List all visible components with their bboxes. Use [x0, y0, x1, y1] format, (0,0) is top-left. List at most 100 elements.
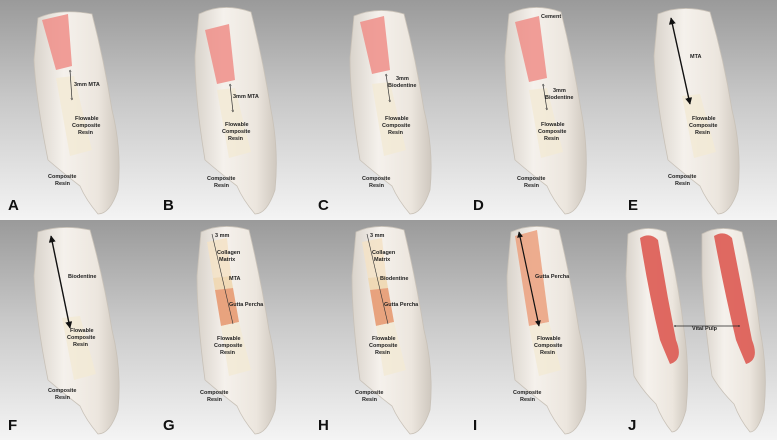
- gutta-percha-arrow: [517, 231, 541, 327]
- collagen-region: [362, 238, 386, 278]
- panel-b: 3mm MTA Flowable Composite Resin Composi…: [155, 0, 310, 220]
- material-label-1: 3mm: [553, 88, 566, 94]
- biodentine-arrow: [386, 74, 390, 102]
- flowable-label-3: Resin: [220, 350, 236, 356]
- flowable-label-2: Composite: [382, 123, 410, 129]
- depth-label: 3 mm: [370, 233, 384, 239]
- flowable-label-1: Flowable: [217, 336, 241, 342]
- flowable-label-1: Flowable: [692, 116, 716, 122]
- depth-marker: [366, 233, 389, 325]
- vital-pulp-right: [714, 233, 755, 364]
- panel-a: 3mm MTA Flowable Composite Resin Composi…: [0, 0, 155, 220]
- composite-label-1: Composite: [362, 176, 390, 182]
- depth-marker: [211, 233, 234, 325]
- gutta-percha-region: [370, 288, 394, 326]
- mta-region: [213, 276, 233, 290]
- mta-arrow: [70, 70, 72, 100]
- composite-label-2: Resin: [362, 397, 378, 403]
- flowable-label-1: Flowable: [75, 116, 99, 122]
- flowable-label-3: Resin: [388, 130, 404, 136]
- flowable-label-2: Composite: [67, 335, 95, 341]
- mta-arrow: [230, 84, 233, 112]
- material-label: Biodentine: [380, 276, 408, 282]
- flowable-label-1: Flowable: [537, 336, 561, 342]
- material-label: Biodentine: [68, 274, 96, 280]
- material-label: 3mm MTA: [74, 82, 100, 88]
- composite-label-2: Resin: [207, 397, 223, 403]
- collagen-label-1: Collagen: [217, 250, 241, 256]
- gutta-label: Gutta Percha: [229, 302, 264, 308]
- panel-g: 3 mm Collagen Matrix MTA Gutta Percha Fl…: [155, 220, 310, 440]
- composite-label-2: Resin: [214, 183, 230, 189]
- panel-letter: D: [473, 197, 484, 214]
- flowable-label-3: Resin: [375, 350, 391, 356]
- depth-label: 3 mm: [215, 233, 229, 239]
- flowable-label-3: Resin: [695, 130, 711, 136]
- collagen-label-1: Collagen: [372, 250, 396, 256]
- material-label-2: Biodentine: [388, 83, 416, 89]
- flowable-label-2: Composite: [214, 343, 242, 349]
- resin-region: [56, 76, 92, 156]
- resin-region: [221, 322, 251, 376]
- flowable-label-3: Resin: [544, 136, 560, 142]
- gutta-label: Gutta Percha: [384, 302, 419, 308]
- collagen-label-2: Matrix: [219, 257, 236, 263]
- pulp-label: Vital Pulp: [692, 326, 718, 332]
- flowable-label-1: Flowable: [541, 122, 565, 128]
- flowable-label-2: Composite: [538, 129, 566, 135]
- collagen-region: [207, 238, 231, 278]
- panel-letter: C: [318, 197, 329, 214]
- composite-label-1: Composite: [200, 390, 228, 396]
- cement-label: Cement: [541, 14, 561, 20]
- panel-h: 3 mm Collagen Matrix Biodentine Gutta Pe…: [310, 220, 465, 440]
- panel-letter: I: [473, 417, 478, 434]
- panel-e: MTA Flowable Composite Resin Composite R…: [620, 0, 777, 220]
- panel-d: Cement 3mm Biodentine Flowable Composite…: [465, 0, 620, 220]
- biodentine-long-arrow: [48, 235, 73, 329]
- resin-region: [372, 82, 406, 156]
- composite-label-1: Composite: [517, 176, 545, 182]
- composite-label-1: Composite: [48, 174, 76, 180]
- tooth-outline-right: [701, 228, 766, 433]
- composite-label-2: Resin: [675, 181, 691, 187]
- resin-region: [529, 88, 563, 158]
- panel-i: Gutta Percha Flowable Composite Resin Co…: [465, 220, 620, 440]
- resin-region: [376, 322, 406, 376]
- collagen-label-2: Matrix: [374, 257, 391, 263]
- panel-c: 3mm Biodentine Flowable Composite Resin …: [310, 0, 465, 220]
- panel-f: Biodentine Flowable Composite Resin Comp…: [0, 220, 155, 440]
- flowable-label-2: Composite: [689, 123, 717, 129]
- panel-letter: E: [628, 197, 639, 214]
- flowable-label-1: Flowable: [225, 122, 249, 128]
- material-label: 3mm MTA: [233, 94, 259, 100]
- flowable-label-3: Resin: [73, 342, 89, 348]
- material-label: MTA: [690, 54, 702, 60]
- flowable-label-3: Resin: [78, 130, 94, 136]
- composite-label-1: Composite: [513, 390, 541, 396]
- flowable-label-3: Resin: [540, 350, 556, 356]
- flowable-label-2: Composite: [369, 343, 397, 349]
- canal-biodentine: [360, 16, 390, 74]
- composite-label-2: Resin: [55, 395, 71, 401]
- composite-label-2: Resin: [524, 183, 540, 189]
- canal-mta: [42, 14, 72, 70]
- panel-letter: B: [163, 197, 174, 214]
- mta-long-arrow: [668, 17, 693, 105]
- panel-letter: H: [318, 417, 329, 434]
- composite-label-1: Composite: [48, 388, 76, 394]
- composite-label-1: Composite: [207, 176, 235, 182]
- panel-letter: J: [628, 417, 637, 434]
- panel-letter: G: [163, 417, 175, 434]
- composite-label-2: Resin: [369, 183, 385, 189]
- biodentine-arrow: [543, 84, 547, 110]
- biodentine-region: [368, 276, 388, 290]
- composite-label-2: Resin: [55, 181, 71, 187]
- material-label-1: 3mm: [396, 76, 409, 82]
- resin-region: [529, 322, 561, 376]
- composite-label-2: Resin: [520, 397, 536, 403]
- flowable-label-1: Flowable: [385, 116, 409, 122]
- panel-j: Vital Pulp J: [620, 220, 777, 440]
- tooth-outline-left: [625, 228, 688, 433]
- flowable-label-1: Flowable: [372, 336, 396, 342]
- composite-label-1: Composite: [668, 174, 696, 180]
